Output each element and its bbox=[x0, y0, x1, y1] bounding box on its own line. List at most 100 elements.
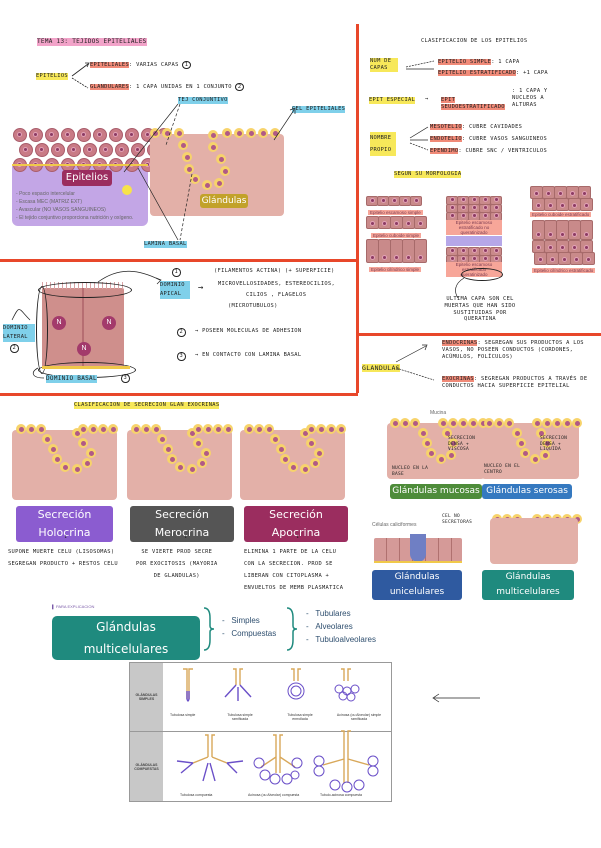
gland-cell bbox=[270, 434, 280, 444]
epithelial-cell bbox=[67, 143, 81, 157]
gland-cell bbox=[151, 424, 161, 434]
gland-glyph bbox=[224, 684, 252, 701]
gland-cell bbox=[254, 424, 264, 434]
gland-cell bbox=[78, 424, 88, 434]
gland-cell bbox=[162, 128, 172, 138]
gland-table: GLÁNDULAS SIMPLES GLÁNDULAS COMPUESTAS T… bbox=[129, 662, 392, 802]
gland-cell bbox=[131, 424, 141, 434]
gland-cell bbox=[504, 418, 514, 428]
gland-cell bbox=[306, 424, 316, 434]
acinus-glyph bbox=[329, 779, 341, 791]
badge-apocrina: Secreción Apocrina bbox=[244, 506, 348, 542]
morph-cell bbox=[366, 196, 378, 206]
bullet-item: - Avascular (NO VASOS SANGUINEOS) bbox=[16, 207, 106, 213]
summary-level2: - Tubulares - Alveolares - Tubuloalveola… bbox=[306, 607, 376, 646]
basal-desc: → EN CONTACTO CON LAMINA BASAL bbox=[195, 352, 302, 358]
morph-cell bbox=[580, 240, 593, 253]
epithelial-cell bbox=[77, 128, 91, 142]
group-key-nombre-propio: NOMBRE PROPIO bbox=[370, 132, 396, 156]
gland-cell bbox=[98, 424, 108, 434]
gland-cell bbox=[178, 140, 188, 150]
epithelial-cell bbox=[29, 128, 43, 142]
lateral-desc: → POSEEN MOLECULAS DE ADHESION bbox=[195, 328, 302, 334]
basal-lamina bbox=[42, 366, 130, 369]
gland-cell bbox=[446, 450, 456, 460]
gland-cell bbox=[542, 418, 552, 428]
item-ependimo: EPENDIMO: CUBRE SNC / VENTRICULOS bbox=[430, 148, 548, 154]
gland-cell bbox=[530, 454, 540, 464]
gland-cell bbox=[187, 464, 197, 474]
gland-glyph bbox=[291, 668, 301, 681]
morfologia-title: SEGUN SU MORFOLOGIA bbox=[394, 171, 462, 178]
queratina-note: ULTIMA CAPA SON CEL MUERTAS QUE HAN SIDO… bbox=[444, 296, 516, 323]
gland-cell bbox=[187, 428, 197, 438]
morph-cell bbox=[580, 198, 593, 211]
arrow-apical: → bbox=[198, 283, 204, 293]
acinus-glyph bbox=[350, 684, 360, 694]
divider-horizontal-2 bbox=[356, 333, 601, 336]
acinus-glyph bbox=[367, 755, 379, 767]
cell-label: Tubulosa simple enrrollada bbox=[287, 713, 313, 721]
morph-cell bbox=[554, 186, 567, 199]
gland-cell bbox=[264, 424, 274, 434]
acinus-glyph bbox=[281, 773, 293, 785]
goblet-cell bbox=[410, 534, 426, 562]
gland-cell bbox=[82, 458, 92, 468]
divider-vertical-top bbox=[356, 24, 359, 364]
tree-branch-epiteliales: EPITELIALES: VARIAS CAPAS 1 bbox=[90, 61, 191, 69]
gland-cell bbox=[438, 418, 448, 428]
apical-desc-main: MICROVELLOSIDADES, ESTEREOCILIOS, bbox=[218, 281, 335, 287]
gland-cell bbox=[400, 418, 410, 428]
exocrinas: EXOCRINAS: SEGREGAN PRODUCTOS A TRAVÉS D… bbox=[442, 376, 588, 389]
gland-cell bbox=[174, 128, 184, 138]
gland-cell bbox=[203, 424, 213, 434]
cell-label: Tubulosa compuesta bbox=[180, 793, 213, 797]
glandulas-arrows bbox=[395, 344, 435, 381]
gland-cell bbox=[316, 424, 326, 434]
holocrina-desc: SUPONE MUERTE CELU (LISOSOMAS)SEGREGAN P… bbox=[8, 549, 118, 567]
morph-cell bbox=[582, 252, 595, 265]
acinus-glyph bbox=[253, 757, 265, 769]
gland-cell bbox=[108, 424, 118, 434]
arrow-down: ↓ bbox=[64, 534, 68, 540]
gland-cell bbox=[72, 428, 82, 438]
item-mesotelio: MESOTELIO: CUBRE CAVIDADES bbox=[430, 124, 523, 130]
mucosa-tissue bbox=[387, 423, 485, 479]
morph-cell bbox=[414, 216, 427, 229]
gland-cell bbox=[536, 428, 546, 438]
gland-cell bbox=[442, 428, 452, 438]
gland-cell bbox=[52, 454, 62, 464]
badge-serosas: Glándulas serosas bbox=[482, 484, 572, 499]
gland-cell bbox=[512, 428, 522, 438]
gland-cell bbox=[214, 178, 224, 188]
badge-multicelulares: Glándulas multicelulares bbox=[482, 570, 574, 600]
acinus-glyph bbox=[342, 686, 352, 696]
bullet-item: - Escasa MEC (MATRIZ EXT) bbox=[16, 199, 83, 205]
morph-cell bbox=[580, 220, 593, 240]
glandula-diagram: Glándulas bbox=[150, 128, 286, 220]
gland-glyph bbox=[192, 734, 228, 764]
epithelial-cell bbox=[99, 143, 113, 157]
summary-small-header: ▌ PARA EXPLICACION bbox=[52, 604, 95, 609]
cell-label: Acinosa (ou Alveolar) compuesta bbox=[248, 793, 300, 797]
tree-arrows bbox=[71, 62, 90, 89]
nucleus: N bbox=[102, 316, 116, 330]
dominio-lateral-num-2: 2 bbox=[177, 328, 186, 337]
gland-cell bbox=[306, 438, 316, 448]
morph-cell bbox=[578, 186, 591, 199]
acinus-glyph bbox=[346, 692, 356, 702]
epitelios-bullets: - Poco espacio intercelular - Escasa MEC… bbox=[16, 190, 133, 222]
label-cel-epiteliales: CEL EPITELIALES bbox=[292, 106, 346, 113]
morph-label: Epitelio cuboide simple bbox=[371, 233, 422, 238]
unicelular-diagram bbox=[374, 534, 464, 564]
morph-cell bbox=[410, 196, 422, 206]
gland-cell bbox=[244, 424, 254, 434]
gland-cell bbox=[182, 152, 192, 162]
gland-cell bbox=[572, 418, 582, 428]
serosa-tissue bbox=[481, 423, 579, 479]
epithelial-cell bbox=[35, 143, 49, 157]
acinus-glyph bbox=[367, 765, 379, 777]
gland-cell bbox=[234, 128, 244, 138]
gland-cell bbox=[448, 438, 458, 448]
